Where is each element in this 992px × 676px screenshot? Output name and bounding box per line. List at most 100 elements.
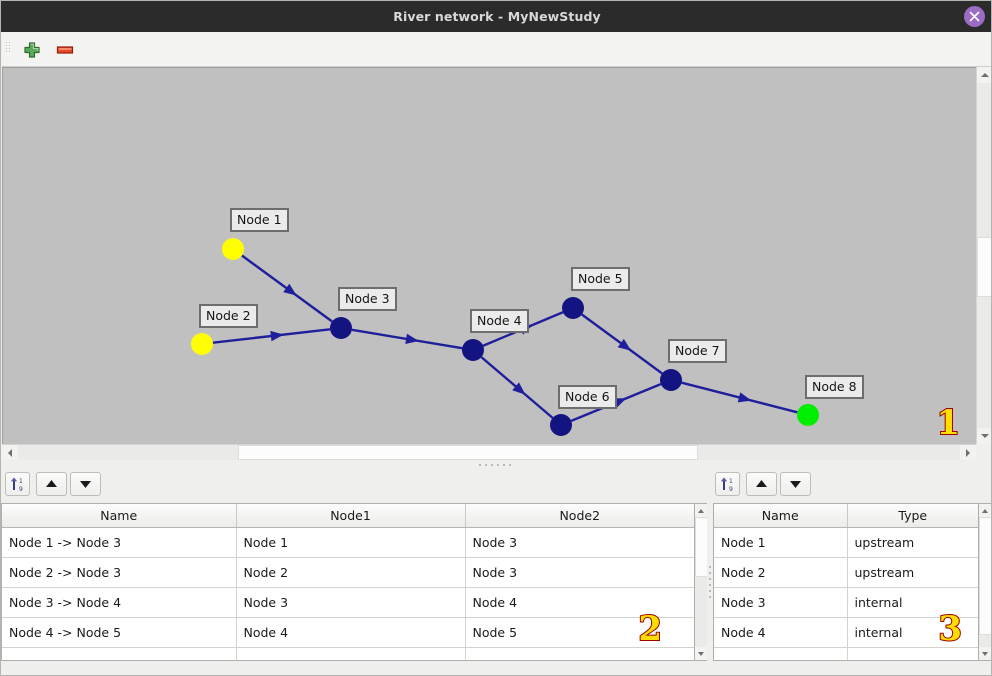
nodes-sort-button[interactable]: 1 9 [715, 472, 740, 496]
canvas-scroll-left-button[interactable] [2, 445, 18, 461]
cell-name[interactable]: Node 3 -> Node 4 [2, 587, 237, 618]
links-sort-button[interactable]: 1 9 [5, 472, 30, 496]
window-title: River network - MyNewStudy [393, 9, 601, 24]
close-button[interactable] [964, 6, 985, 27]
column-header-name[interactable]: Name [2, 504, 237, 528]
horizontal-splitter[interactable] [2, 460, 991, 471]
canvas-scroll-down-button[interactable] [977, 428, 991, 444]
cell-name[interactable]: Node 1 -> Node 3 [2, 527, 237, 558]
cell-empty [2, 647, 237, 660]
close-icon [969, 11, 980, 22]
table-empty-row[interactable] [714, 647, 978, 660]
delete-node-button[interactable] [54, 39, 76, 61]
cell-node1[interactable]: Node 4 [236, 617, 466, 648]
cell-name[interactable]: Node 2 -> Node 3 [2, 557, 237, 588]
graph-node-label-node2[interactable]: Node 2 [199, 304, 258, 328]
graph-node-label-node4[interactable]: Node 4 [470, 309, 529, 333]
edge-arrow-icon [405, 333, 419, 344]
links-scroll-down-button[interactable] [695, 647, 708, 660]
add-node-button[interactable] [21, 39, 43, 61]
graph-node-label-node1[interactable]: Node 1 [230, 208, 289, 232]
links-scroll-up-button[interactable] [695, 504, 708, 517]
vertical-splitter[interactable] [707, 503, 713, 661]
svg-text:1: 1 [729, 478, 733, 485]
graph-node-node8[interactable] [797, 404, 819, 426]
column-header-type[interactable]: Type [847, 504, 978, 528]
column-header-name[interactable]: Name [714, 504, 848, 528]
nodes-scroll-up-button[interactable] [979, 504, 991, 517]
cell-node2[interactable]: Node 4 [465, 587, 694, 618]
graph-node-node2[interactable] [191, 333, 213, 355]
graph-node-label-node3[interactable]: Node 3 [338, 287, 397, 311]
canvas-vscroll-thumb[interactable] [977, 237, 991, 297]
graph-node-label-node8[interactable]: Node 8 [805, 375, 864, 399]
nodes-move-down-button[interactable] [780, 472, 811, 496]
cell-node1[interactable]: Node 1 [236, 527, 466, 558]
cell-node2[interactable]: Node 3 [465, 557, 694, 588]
canvas-hscroll-thumb[interactable] [238, 445, 698, 460]
chevron-left-icon [8, 449, 12, 457]
vertical-splitter-grip [709, 566, 711, 598]
column-header-node2[interactable]: Node2 [465, 504, 694, 528]
canvas-horizontal-scrollbar[interactable] [2, 444, 976, 461]
svg-text:9: 9 [19, 486, 23, 493]
graph-node-node7[interactable] [660, 369, 682, 391]
nodes-scroll-down-button[interactable] [979, 647, 991, 660]
table-empty-row[interactable] [2, 647, 694, 660]
nodes-table-scrollbar[interactable] [979, 503, 991, 661]
chevron-right-icon [966, 449, 970, 457]
cell-type[interactable]: upstream [847, 557, 978, 588]
cell-name[interactable]: Node 4 [714, 617, 848, 648]
cell-type[interactable]: internal [847, 587, 978, 618]
annotation-1: 1 [935, 403, 961, 443]
cell-node1[interactable]: Node 3 [236, 587, 466, 618]
cell-type[interactable]: upstream [847, 527, 978, 558]
cell-name[interactable]: Node 3 [714, 587, 848, 618]
graph-node-node4[interactable] [462, 339, 484, 361]
canvas-vertical-scrollbar[interactable] [976, 67, 991, 444]
cell-name[interactable]: Node 2 [714, 557, 848, 588]
graph-node-label-node6[interactable]: Node 6 [558, 385, 617, 409]
cell-node2[interactable]: Node 3 [465, 527, 694, 558]
graph-node-node3[interactable] [330, 317, 352, 339]
canvas-scroll-right-button[interactable] [960, 445, 976, 461]
links-move-up-button[interactable] [36, 472, 67, 496]
graph-node-node6[interactable] [550, 414, 572, 436]
cell-node1[interactable]: Node 2 [236, 557, 466, 588]
cell-name[interactable]: Node 4 -> Node 5 [2, 617, 237, 648]
graph-node-label-node5[interactable]: Node 5 [571, 267, 630, 291]
cell-type[interactable]: internal [847, 617, 978, 648]
links-table-scrollbar[interactable] [695, 503, 709, 661]
links-move-down-button[interactable] [70, 472, 101, 496]
nodes-scroll-thumb[interactable] [979, 517, 991, 635]
graph-node-label-node7[interactable]: Node 7 [668, 339, 727, 363]
graph-node-node1[interactable] [222, 238, 244, 260]
cell-node2[interactable]: Node 5 [465, 617, 694, 648]
arrow-down-icon [80, 481, 91, 488]
toolbar-grip[interactable] [6, 40, 10, 60]
annotation-3: 3 [937, 609, 963, 649]
network-canvas[interactable]: Node 1 Node 2 Node 3 Node 4 Node 5 Node 6 Node… [2, 67, 976, 444]
column-header-node1[interactable]: Node1 [236, 504, 466, 528]
edge-arrow-icon [283, 283, 297, 296]
cell-name[interactable]: Node 1 [714, 527, 848, 558]
graph-node-node5[interactable] [562, 297, 584, 319]
canvas-scroll-up-button[interactable] [977, 67, 991, 83]
edge-arrow-icon [617, 338, 632, 351]
nodes-move-up-button[interactable] [746, 472, 777, 496]
arrow-up-icon [46, 480, 57, 487]
edge-arrow-icon [512, 382, 526, 395]
